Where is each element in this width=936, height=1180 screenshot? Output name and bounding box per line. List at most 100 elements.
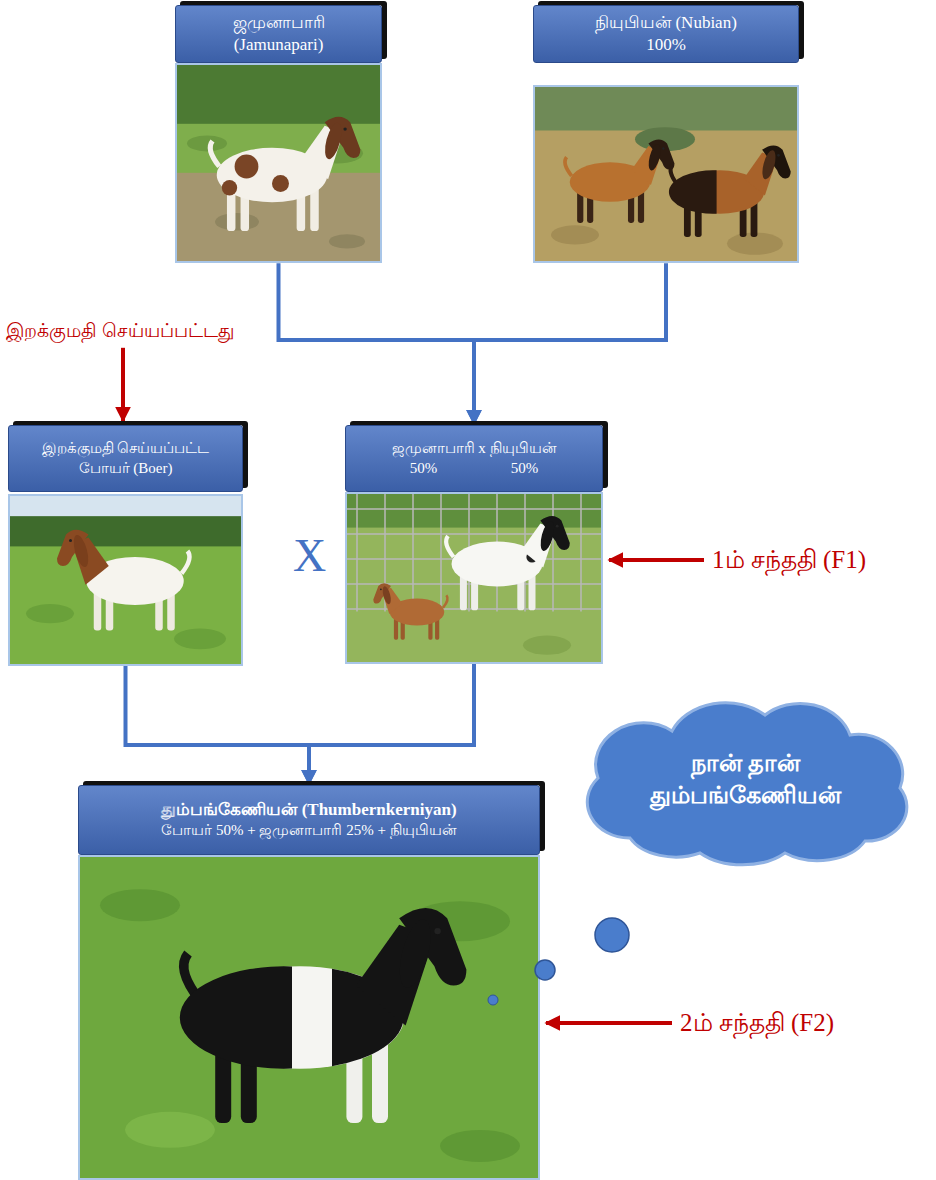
illustration-part: [57, 530, 190, 631]
goat-illustration: [80, 857, 538, 1178]
illustration-part: [434, 928, 440, 934]
illustration-part: [373, 516, 569, 640]
illustration-part: [565, 157, 572, 176]
illustration-part: [380, 588, 382, 590]
illustration-part: [440, 1130, 520, 1162]
goat-figure: [446, 516, 570, 610]
thought-text: நான் தான் தும்பங்கேணியன்: [630, 747, 860, 812]
illustration-part: [538, 520, 557, 553]
goat-illustration: [347, 494, 601, 662]
cross-connector: [279, 263, 475, 424]
illustration-part: [381, 585, 392, 605]
cross-name: ஜமுனாபாரி x நியுபியன்: [356, 439, 592, 459]
illustration-part: [343, 128, 346, 131]
cross-connector: [126, 666, 310, 784]
illustration-part: [535, 131, 797, 262]
goat-figure: [180, 908, 467, 1123]
breed-header: இறக்குமதி செய்யப்பட்ட போயர் (Boer): [8, 425, 243, 492]
illustration-part: [222, 180, 237, 195]
breed-photo: [175, 63, 382, 263]
illustration-part: [580, 494, 582, 612]
illustration-part: [180, 908, 467, 1123]
cross-sign: X: [293, 528, 326, 583]
breed-box: ஜமுனாபாரி x நியுபியன்50% 50%: [345, 425, 603, 664]
illustration-part: [215, 213, 259, 231]
leader-arrow: [121, 348, 125, 421]
breed-name: நியுபியன் (Nubian): [544, 12, 788, 34]
illustration-part: [394, 916, 437, 991]
illustration-part: [322, 121, 345, 161]
goat-figure: [565, 140, 675, 223]
illustration-part: [662, 147, 664, 149]
breed-photo: [78, 855, 540, 1180]
cross-connector: [474, 263, 666, 424]
breed-composition: போயர் 50% + ஜமுனாபாரி 25% + நியுபியன்: [89, 821, 529, 841]
illustration-part: [551, 225, 599, 244]
illustration-part: [669, 170, 717, 214]
goat-figure: [57, 530, 190, 631]
illustration-part: [10, 546, 241, 664]
illustration-part: [523, 636, 571, 655]
breed-photo: [533, 85, 799, 263]
illustration-part: [329, 234, 365, 248]
illustration-part: [535, 87, 797, 132]
illustration-part: [777, 154, 780, 157]
illustration-part: [174, 628, 226, 649]
breed-box: நியுபியன் (Nubian)100%: [533, 5, 799, 263]
cross-connector: [309, 664, 474, 784]
goat-figure: [669, 146, 791, 237]
breed-box: தும்பங்கேணியன் (Thumbernkerniyan)போயர் 5…: [78, 785, 540, 1180]
goat-illustration: [535, 87, 797, 261]
illustration-part: [556, 525, 559, 528]
illustration-part: [443, 595, 447, 608]
breed-name: தும்பங்கேணியன் (Thumbernkerniyan): [89, 799, 529, 821]
cloud-shape: [560, 693, 930, 865]
breed-header: ஜமுனாபாரி (Jamunapari): [175, 5, 382, 63]
cloud-outline: [587, 703, 907, 865]
illustration-part: [80, 857, 538, 1178]
illustration-part: [356, 494, 358, 612]
goat-figure: [210, 117, 360, 231]
illustration-part: [565, 140, 791, 237]
breed-photo: [8, 494, 243, 666]
illustration-part: [71, 534, 91, 569]
leader-arrow: [609, 558, 704, 562]
import-note: இறக்குமதி செய்யப்பட்டது: [6, 320, 261, 343]
illustration-part: [177, 173, 380, 261]
illustration-part: [100, 889, 180, 921]
illustration-part: [10, 496, 241, 517]
generation-label: 2ம் சந்ததி (F2): [680, 1008, 930, 1038]
illustration-part: [210, 141, 219, 167]
illustration-part: [125, 1112, 215, 1148]
breed-box: ஜமுனாபாரி (Jamunapari): [175, 5, 382, 263]
thought-bubble: [535, 960, 555, 980]
illustration-part: [552, 494, 554, 612]
illustration-part: [210, 117, 360, 231]
leader-arrow: [546, 1021, 672, 1025]
illustration-part: [272, 175, 289, 192]
illustration-part: [26, 604, 74, 623]
breed-photo: [345, 492, 603, 664]
breed-header: நியுபியன் (Nubian)100%: [533, 5, 799, 63]
illustration-part: [412, 494, 414, 612]
illustration-part: [182, 551, 190, 574]
illustration-part: [760, 149, 778, 181]
breed-header: ஜமுனாபாரி x நியுபியன்50% 50%: [345, 425, 603, 492]
illustration-part: [440, 494, 442, 612]
thought-cloud: நான் தான் தும்பங்கேணியன்: [560, 693, 930, 865]
illustration-part: [646, 143, 663, 172]
illustration-part: [10, 516, 241, 547]
goat-illustration: [177, 65, 380, 261]
illustration-part: [69, 539, 72, 542]
generation-label: 1ம் சந்ததி (F1): [712, 545, 932, 575]
breed-name: இறக்குமதி செய்யப்பட்ட போயர் (Boer): [19, 439, 232, 478]
breed-header: தும்பங்கேணியன் (Thumbernkerniyan)போயர் 5…: [78, 785, 540, 855]
breed-box: இறக்குமதி செய்யப்பட்ட போயர் (Boer): [8, 425, 243, 666]
illustration-part: [347, 508, 601, 510]
illustration-part: [180, 966, 292, 1068]
breed-percent: 100%: [544, 34, 788, 56]
cross-percent: 50% 50%: [356, 459, 592, 479]
thought-bubble: [595, 918, 629, 952]
goat-illustration: [10, 496, 241, 664]
breed-name: ஜமுனாபாரி (Jamunapari): [186, 12, 371, 56]
